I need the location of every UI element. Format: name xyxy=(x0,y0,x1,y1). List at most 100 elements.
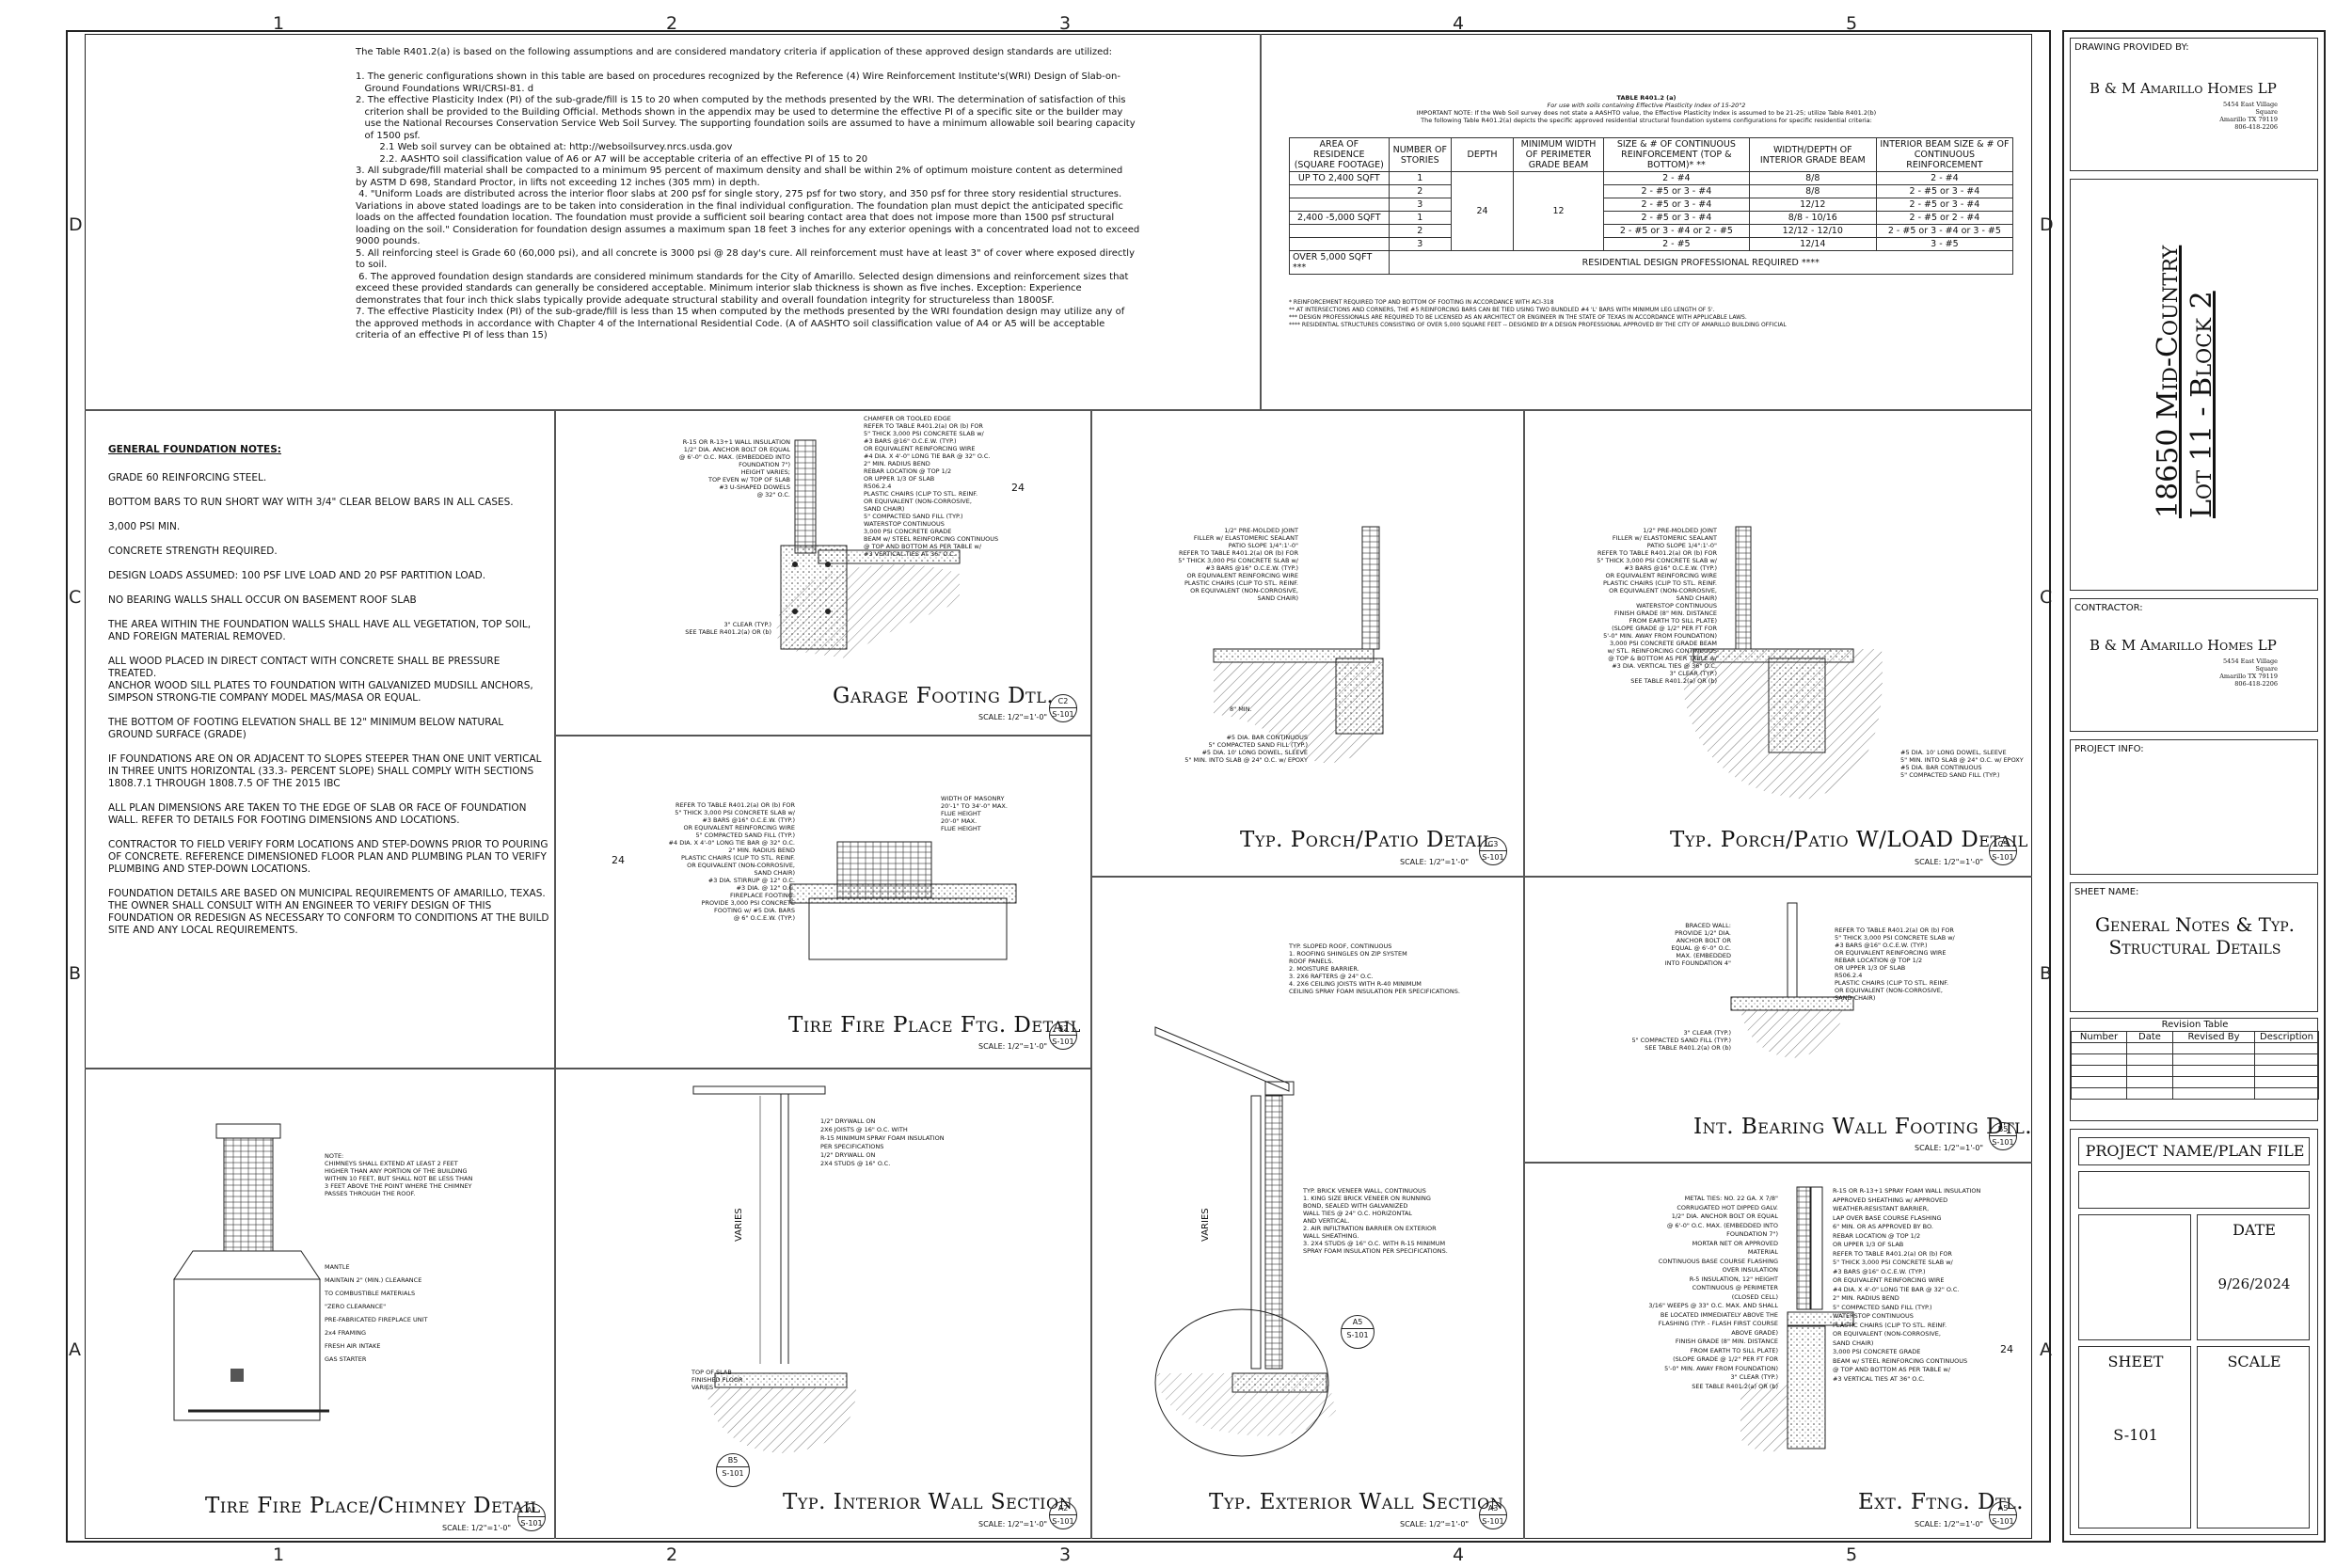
tb-plan-file: PROJECT NAME/PLAN FILE DATE 9/26/2024 SH… xyxy=(2070,1129,2318,1535)
revision-header: Number xyxy=(2071,1031,2127,1043)
general-note: CONCRETE STRENGTH REQUIRED. xyxy=(108,546,278,557)
project-name-value-box xyxy=(2078,1171,2310,1209)
grid-col-5-bottom: 5 xyxy=(1846,1544,1858,1565)
scale-chimney: SCALE: 1/2"=1'-0" xyxy=(442,1524,512,1532)
table-header: MINIMUM WIDTH OF PERIMETER GRADE BEAM xyxy=(1513,137,1604,172)
title-int-bearing: Int. Bearing Wall Footing Dtl. xyxy=(1693,1115,2033,1139)
porch-load-drawing xyxy=(1684,526,1883,800)
general-notes-heading: GENERAL FOUNDATION NOTES: xyxy=(108,444,281,455)
table-depicts-note: The following Table R401.2(a) depicts th… xyxy=(1421,117,1872,124)
title-ext-wall: Typ. Exterior Wall Section xyxy=(1209,1490,1504,1514)
date-box: DATE 9/26/2024 xyxy=(2197,1214,2310,1340)
firm-name: B & M Amarillo Homes LP xyxy=(2090,80,2277,97)
chimney-callout: MANTLE MAINTAIN 2" (MIN.) CLEARANCE TO C… xyxy=(325,1263,428,1363)
grid-row-a-left: A xyxy=(69,1339,81,1360)
panel-ext-ftg xyxy=(1524,1163,2032,1539)
table-header: AREA OF RESIDENCE (SQUARE FOOTAGE) xyxy=(1289,137,1390,172)
blank-box xyxy=(2078,1214,2191,1340)
tire-ftg-drawing xyxy=(789,841,1017,960)
general-note: GRADE 60 REINFORCING STEEL. xyxy=(108,472,267,483)
general-note: ALL PLAN DIMENSIONS ARE TAKEN TO THE EDG… xyxy=(108,802,527,826)
table-cell-over-text: RESIDENTIAL DESIGN PROFESSIONAL REQUIRED… xyxy=(1388,250,2014,275)
ext-ftg-callout-left: METAL TIES: NO. 22 GA. X 7/8" CORRUGATED… xyxy=(1648,1195,1778,1390)
sheet-name-label: SHEET NAME: xyxy=(2074,887,2139,897)
tb-contractor: CONTRACTOR: B & M Amarillo Homes LP 5454… xyxy=(2070,598,2318,732)
panel-table xyxy=(1261,34,2032,410)
general-note: FOUNDATION DETAILS ARE BASED ON MUNICIPA… xyxy=(108,888,549,936)
project-title-line-2: Lot 11 - Block 2 xyxy=(2185,291,2218,518)
ext-ftg-callout-right: R-15 OR R-13+1 SPRAY FOAM WALL INSULATIO… xyxy=(1833,1187,1981,1383)
grid-col-2-bottom: 2 xyxy=(666,1544,678,1565)
date-label: DATE xyxy=(2233,1221,2276,1239)
sheet-name-line-1: General Notes & Typ. xyxy=(2095,913,2295,936)
scale-porch: SCALE: 1/2"=1'-0" xyxy=(1400,858,1470,866)
general-note: 3,000 PSI MIN. xyxy=(108,521,181,532)
contractor-label: CONTRACTOR: xyxy=(2074,603,2143,613)
title-chimney: Tire Fire Place/Chimney Detail xyxy=(205,1494,541,1518)
int-wall-callout-bottom: TOP OF SLAB FINISHED FLOOR VARIES xyxy=(691,1369,743,1391)
porch-load-callout-right: #5 DIA. 10' LONG DOWEL, SLEEVE 5" MIN. I… xyxy=(1900,749,2024,779)
revision-row xyxy=(2071,1076,2319,1088)
intro-note-line: 6. The approved foundation design standa… xyxy=(356,271,1129,282)
table-footnote: * REINFORCEMENT REQUIRED TOP AND BOTTOM … xyxy=(1289,299,1554,306)
dim-8-min: 8" MIN. xyxy=(1230,705,1252,713)
table-footnote: **** RESIDENTIAL STRUCTURES CONSISTING O… xyxy=(1289,322,1787,328)
tire-ftg-callout-right: WIDTH OF MASONRY 20'-1" TO 34'-0" MAX. F… xyxy=(941,795,1008,832)
porch-load-callout: 1/2" PRE-MOLDED JOINT FILLER w/ ELASTOME… xyxy=(1597,527,1717,685)
grid-row-b-left: B xyxy=(69,963,82,984)
revision-title: Revision Table xyxy=(2161,1020,2229,1030)
chimney-drawing xyxy=(173,1123,329,1421)
title-garage: Garage Footing Dtl. xyxy=(833,684,1055,708)
intro-note-line: loading on the soil." Consideration for … xyxy=(356,224,1140,235)
panel-garage xyxy=(555,410,1091,736)
table-header: INTERIOR BEAM SIZE & # OF CONTINUOUS REI… xyxy=(1875,137,2014,172)
general-note: DESIGN LOADS ASSUMED: 100 PSF LIVE LOAD … xyxy=(108,570,486,581)
int-bearing-callout-right: REFER TO TABLE R401.2(a) OR (b) FOR 5" T… xyxy=(1835,927,1955,1002)
table-footnote: ** AT INTERSECTIONS AND CORNERS, THE #5 … xyxy=(1289,307,1715,313)
grid-col-1-top: 1 xyxy=(273,13,285,34)
revision-header: Description xyxy=(2254,1031,2319,1043)
intro-note-line: 1. The generic configurations shown in t… xyxy=(356,71,1120,82)
tb-project-title: 18650 Mid-Country Lot 11 - Block 2 xyxy=(2070,179,2318,591)
intro-note-line: use the National Recourses Conservation … xyxy=(356,119,1136,129)
intro-note-line: 2.1 Web soil survey can be obtained at: … xyxy=(356,142,733,152)
garage-callout-bottom: 3" CLEAR (TYP.) SEE TABLE R401.2(a) OR (… xyxy=(685,621,771,636)
porch-drawing xyxy=(1213,526,1384,764)
tb-sheet-name: SHEET NAME: General Notes & Typ. Structu… xyxy=(2070,882,2318,1012)
project-name-box: PROJECT NAME/PLAN FILE xyxy=(2078,1137,2310,1165)
general-note: ANCHOR WOOD SILL PLATES TO FOUNDATION WI… xyxy=(108,680,533,704)
date-value: 9/26/2024 xyxy=(2217,1275,2291,1292)
intro-note-line: criterion shall be provided to the Build… xyxy=(356,106,1123,118)
dim-varies-int-wall: VARIES xyxy=(734,1208,744,1242)
intro-note-line: Variations in above stated loadings are … xyxy=(356,200,1123,212)
intro-note-line: criteria of an effective PI of less than… xyxy=(356,330,548,341)
grid-col-3-top: 3 xyxy=(1059,13,1072,34)
general-note: THE BOTTOM OF FOOTING ELEVATION SHALL BE… xyxy=(108,717,504,740)
intro-note-line: 5. All reinforcing steel is Grade 60 (60… xyxy=(356,247,1135,259)
revision-header: Revised By xyxy=(2172,1031,2255,1043)
int-bearing-callout-left: 3" CLEAR (TYP.) 5" COMPACTED SAND FILL (… xyxy=(1631,1029,1731,1052)
project-name-label: PROJECT NAME/PLAN FILE xyxy=(2085,1142,2305,1160)
title-porch: Typ. Porch/Patio Detail xyxy=(1240,828,1494,852)
panel-porch xyxy=(1091,410,1524,877)
general-note: ALL WOOD PLACED IN DIRECT CONTACT WITH C… xyxy=(108,656,501,679)
ext-ftg-drawing xyxy=(1740,1186,1854,1452)
sheet-border xyxy=(66,30,2051,1543)
revision-table: Number Date Revised By Description xyxy=(2071,1031,2319,1100)
dim-24-garage: 24 xyxy=(1011,482,1025,494)
panel-int-wall xyxy=(555,1069,1091,1539)
intro-note-line: 2. The effective Plasticity Index (PI) o… xyxy=(356,95,1126,105)
general-note: THE AREA WITHIN THE FOUNDATION WALLS SHA… xyxy=(108,619,532,642)
tb-project-info: PROJECT INFO: xyxy=(2070,739,2318,875)
grid-row-b-right: B xyxy=(2040,963,2053,984)
chimney-note: NOTE: CHIMNEYS SHALL EXTEND AT LEAST 2 F… xyxy=(325,1152,473,1197)
revision-row xyxy=(2071,1065,2319,1077)
grid-col-4-bottom: 4 xyxy=(1453,1544,1465,1565)
title-block-border xyxy=(2062,30,2326,1543)
